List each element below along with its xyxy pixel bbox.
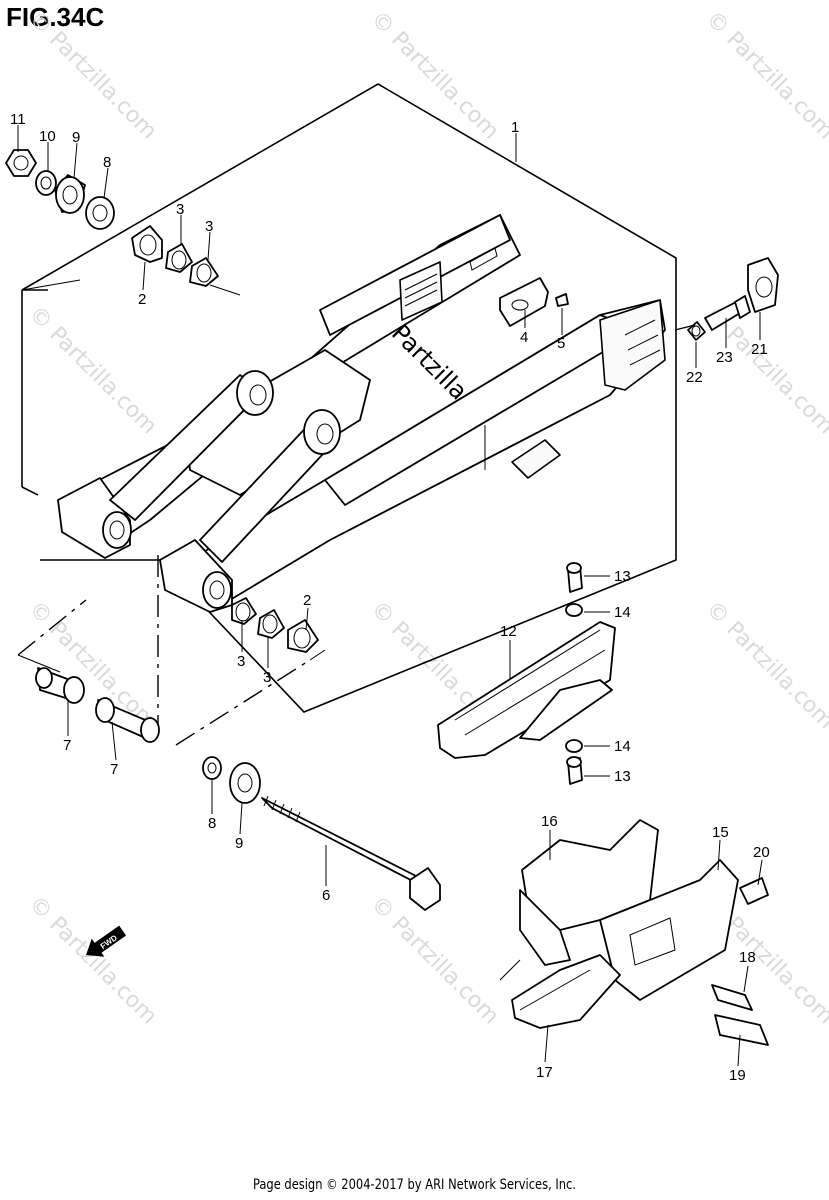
watermark: © Partzilla.com (24, 302, 162, 440)
chain-slider (437, 562, 616, 785)
watermark: © Partzilla.com (701, 7, 829, 145)
chain-adjuster (687, 257, 779, 341)
callout-label: 12 (500, 623, 517, 640)
callout-label: 8 (103, 154, 111, 171)
page-footer: Page design © 2004-2017 by ARI Network S… (252, 1177, 577, 1193)
callout-label: 14 (614, 604, 631, 621)
callout-label: 7 (110, 761, 118, 778)
callout-label: 15 (712, 824, 729, 841)
callout-label: 1 (511, 119, 519, 136)
watermark: © Partzilla.com (701, 597, 829, 735)
callout-label: 20 (753, 844, 770, 861)
callout-label: 3 (176, 201, 184, 218)
callout-label: 23 (716, 349, 733, 366)
callout-label: 3 (205, 218, 213, 235)
callout-label: 19 (729, 1067, 746, 1084)
callout-label: 9 (235, 835, 243, 852)
callout-label: 11 (10, 111, 26, 128)
callout-label: 21 (751, 341, 768, 358)
callout-label: 18 (739, 949, 756, 966)
swingarm (57, 214, 666, 613)
callout-leaders (17, 125, 763, 1067)
chain-guide-assembly (499, 819, 769, 1046)
chain-guide-plate (499, 277, 569, 327)
callout-label: 2 (138, 291, 146, 308)
pivot-bolt (202, 756, 441, 911)
leader-lines (17, 279, 696, 746)
callout-label: 10 (39, 128, 56, 145)
callout-label: 13 (614, 768, 631, 785)
callout-label: 17 (536, 1064, 553, 1081)
callout-label: 14 (614, 738, 631, 755)
callout-label: 13 (614, 568, 631, 585)
callout-label: 5 (557, 335, 565, 352)
watermark: © Partzilla.com (366, 892, 504, 1030)
figure-title: FIG.34C (6, 2, 105, 32)
callout-label: 8 (208, 815, 216, 832)
assembly-frame (21, 83, 677, 713)
pivot-hardware-upper (5, 149, 219, 287)
callout-label: 9 (72, 129, 80, 146)
callout-label: 4 (520, 329, 528, 346)
watermark: © Partzilla.com (366, 7, 504, 145)
callout-label: 2 (303, 592, 311, 609)
callout-numbers: 1 2 2 3 3 3 3 4 5 6 7 7 8 8 9 9 10 11 12… (10, 111, 770, 1084)
watermark: © Partzilla.com (24, 892, 162, 1030)
callout-label: 3 (237, 653, 245, 670)
callout-label: 7 (63, 737, 71, 754)
pivot-hardware-lower (35, 597, 319, 743)
callout-label: 3 (263, 669, 271, 686)
callout-label: 6 (322, 887, 330, 904)
callout-label: 16 (541, 813, 558, 830)
callout-label: 22 (686, 369, 703, 386)
watermark: © Partzilla.com (24, 7, 162, 145)
